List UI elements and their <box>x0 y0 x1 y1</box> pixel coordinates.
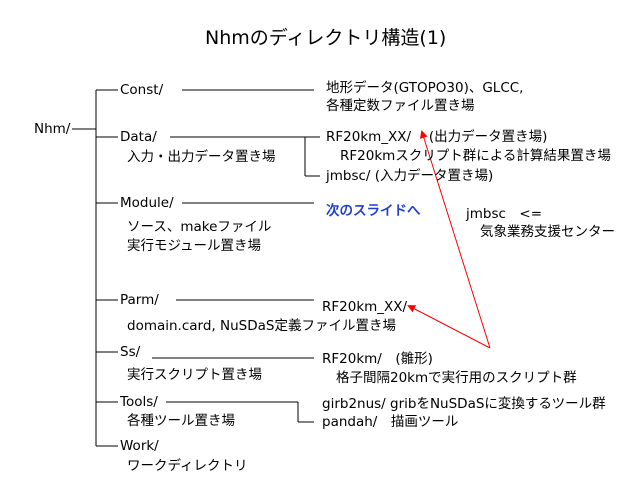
ss-rf: RF20km/ (雛形) <box>322 351 433 367</box>
module-desc-1: ソース、makeファイル <box>127 219 272 235</box>
const-desc-2: 各種定数ファイル置き場 <box>326 98 475 114</box>
module-desc-2: 実行モジュール置き場 <box>127 238 262 254</box>
data-desc: 入力・出力データ置き場 <box>127 149 276 165</box>
tools-desc: 各種ツール置き場 <box>127 413 235 429</box>
jmbsc-note: jmbsc <= <box>466 206 543 222</box>
data-rf-line: RF20km_XX/ (出力データ置き場) <box>326 129 548 145</box>
root-dir: Nhm/ <box>34 121 71 137</box>
parm-desc: domain.card, NuSDaS定義ファイル置き場 <box>127 318 396 334</box>
dir-module: Module/ <box>120 195 174 211</box>
dir-ss: Ss/ <box>120 344 141 360</box>
dir-tools: Tools/ <box>120 394 158 410</box>
tools-girb: girb2nus/ gribをNuSDaSに変換するツール群 <box>322 396 606 412</box>
data-rf-desc: RF20kmスクリプト群による計算結果置き場 <box>340 148 611 164</box>
ss-rf-desc: 格子間隔20kmで実行用のスクリプト群 <box>336 370 577 386</box>
arrow-to-data-rf <box>419 130 491 349</box>
arrow-to-parm-rf <box>407 305 491 349</box>
dir-const: Const/ <box>120 82 164 98</box>
dir-work: Work/ <box>120 438 159 454</box>
tools-pandah: pandah/ 描画ツール <box>322 414 459 430</box>
dir-data: Data/ <box>120 129 157 145</box>
ss-desc: 実行スクリプト置き場 <box>127 367 262 383</box>
data-jmbsc: jmbsc/ (入力データ置き場) <box>326 168 494 184</box>
page-title: Nhmのディレクトリ構造(1) <box>205 27 447 49</box>
dir-parm: Parm/ <box>120 292 159 308</box>
jmbsc-source: 気象業務支援センター <box>480 224 615 240</box>
next-slide-link[interactable]: 次のスライドへ <box>326 203 421 219</box>
parm-rf: RF20km_XX/ <box>322 299 408 315</box>
work-desc: ワークディレクトリ <box>127 458 248 474</box>
const-desc-1: 地形データ(GTOPO30)、GLCC, <box>326 80 524 96</box>
